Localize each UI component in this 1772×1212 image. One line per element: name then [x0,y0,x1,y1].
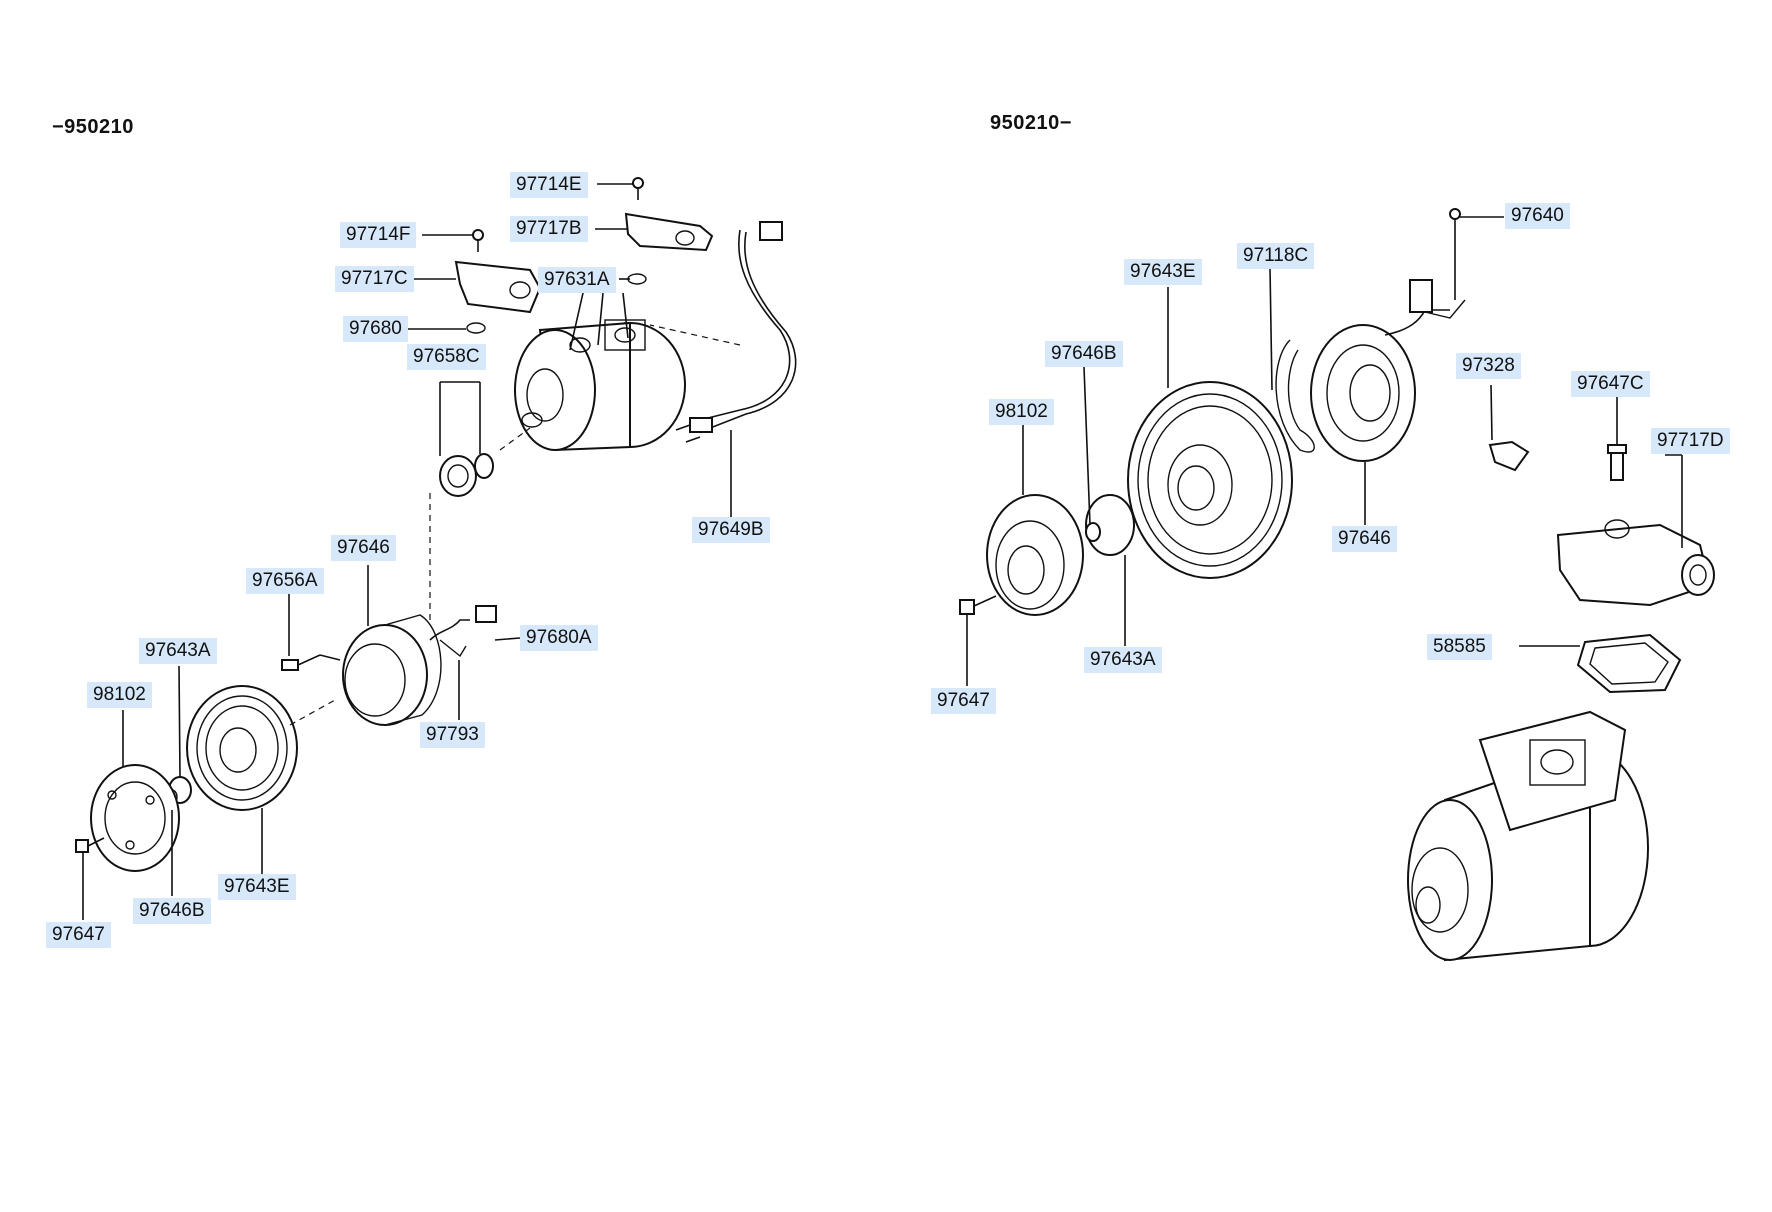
left-shaft-seal-drawing [439,427,531,497]
label-97646[interactable]: 97646 [331,535,396,561]
label-97328[interactable]: 97328 [1456,353,1521,379]
label-97714f[interactable]: 97714F [340,222,417,248]
label-97646-right[interactable]: 97646 [1332,526,1397,552]
label-58585[interactable]: 58585 [1427,634,1492,660]
label-97643e[interactable]: 97643E [218,874,296,900]
right-compressor-drawing [1407,710,1649,962]
right-gasket-drawing [1576,633,1682,694]
right-service-valve-drawing [1556,444,1715,607]
label-97680a[interactable]: 97680A [520,625,598,651]
left-clutch-plate-drawing [90,764,180,872]
left-harness-drawing [649,221,797,443]
label-97646b-right[interactable]: 97646B [1045,341,1123,367]
left-fittings-drawing [454,177,714,334]
right-leader-lines [966,216,1683,686]
right-ring-97643a-drawing [1085,494,1135,556]
left-section-title: −950210 [52,116,134,138]
right-field-coil-drawing [1310,208,1466,462]
label-98102[interactable]: 98102 [87,682,152,708]
right-snap-ring-drawing [1275,339,1315,453]
left-pulley-drawing [186,685,336,811]
right-clutch-plate-drawing [986,494,1084,616]
label-97647c[interactable]: 97647C [1571,371,1650,397]
label-97680[interactable]: 97680 [343,316,408,342]
label-97649b[interactable]: 97649B [692,517,770,543]
label-97717b[interactable]: 97717B [510,216,588,242]
left-leader-lines [82,183,732,920]
left-compressor-drawing [514,319,686,452]
right-bolt-97647-drawing [959,595,997,615]
label-97717d[interactable]: 97717D [1651,428,1730,454]
left-bolt-97656a-drawing [281,654,341,671]
right-pulley-drawing [1127,381,1293,579]
label-97793[interactable]: 97793 [420,722,485,748]
label-97656a[interactable]: 97656A [246,568,324,594]
label-97647-right[interactable]: 97647 [931,688,996,714]
left-field-coil-drawing [342,490,497,726]
label-97643a-right[interactable]: 97643A [1084,647,1162,673]
label-97118c[interactable]: 97118C [1237,243,1315,269]
right-thermal-switch-drawing [1488,440,1530,472]
label-97717c[interactable]: 97717C [335,266,414,292]
label-97643e-right[interactable]: 97643E [1124,259,1202,285]
label-98102-right[interactable]: 98102 [989,399,1054,425]
label-97658c[interactable]: 97658C [407,344,486,370]
label-97643a[interactable]: 97643A [139,638,217,664]
label-97646b[interactable]: 97646B [133,898,211,924]
right-section-title: 950210− [990,112,1072,134]
label-97647[interactable]: 97647 [46,922,111,948]
label-97640[interactable]: 97640 [1505,203,1570,229]
label-97714e[interactable]: 97714E [510,172,588,198]
label-97631a[interactable]: 97631A [538,267,616,293]
left-bolt-97647-drawing [75,837,105,853]
